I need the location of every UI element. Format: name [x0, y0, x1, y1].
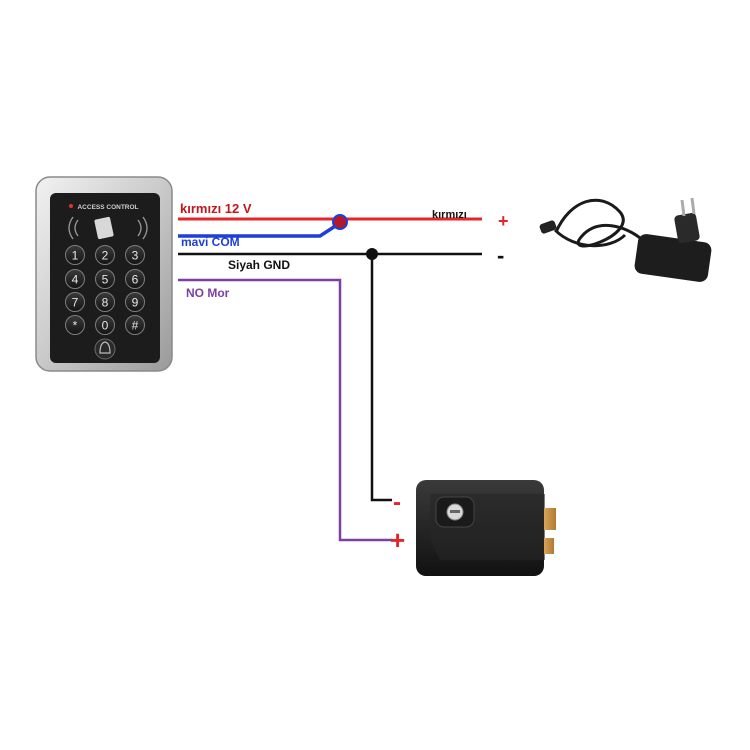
keypad-key-2[interactable] [125, 245, 145, 265]
keypad-key-label: # [132, 319, 139, 333]
keypad-key-label: 2 [102, 249, 109, 263]
lock-plus-sign: + [390, 525, 405, 555]
adapter-plus-sign: + [498, 211, 509, 231]
keypad-key-1[interactable] [95, 245, 115, 265]
keypad-key-label: * [73, 319, 78, 333]
keypad-key-label: 5 [102, 273, 109, 287]
keypad-key-6[interactable] [65, 292, 85, 312]
keypad-key-7[interactable] [95, 292, 115, 312]
keypad-key-10[interactable] [95, 315, 115, 335]
keypad-key-label: 3 [132, 249, 139, 263]
keypad-key-9[interactable] [65, 315, 85, 335]
keypad-key-label: 4 [72, 273, 79, 287]
keypad-brand-text: ACCESS CONTROL [77, 204, 138, 211]
keypad-key-label: 1 [72, 249, 79, 263]
power-adapter [539, 197, 712, 282]
lock-minus-sign: - [393, 489, 401, 516]
gnd-to-lock-wire [370, 254, 392, 502]
bell-icon [99, 341, 111, 354]
keypad-key-5[interactable] [125, 269, 145, 289]
adapter-minus-sign: - [497, 243, 504, 268]
black-wire-label: Siyah GND [228, 258, 290, 272]
keypad-key-label: 9 [132, 296, 139, 310]
access-control-keypad: ACCESS CONTROL 1 2 3 4 5 6 7 8 9 * 0 # [35, 176, 173, 372]
rfid-card-icon [94, 216, 114, 240]
keypad-key-label: 8 [102, 296, 109, 310]
adapter-body [634, 234, 712, 282]
wires [178, 214, 482, 542]
keypad-key-11[interactable] [125, 315, 145, 335]
doorbell-button[interactable] [94, 338, 116, 360]
dc-plug-icon [539, 220, 557, 234]
keypad-key-label: 7 [72, 296, 79, 310]
keypad-key-3[interactable] [65, 269, 85, 289]
keypad-key-label: 0 [102, 319, 109, 333]
keypad-key-8[interactable] [125, 292, 145, 312]
latch-bolt [544, 508, 556, 530]
rfid-icon [68, 216, 148, 240]
blue-com-wire [178, 221, 341, 238]
purple-wire-label: NO Mor [186, 286, 230, 300]
plug-pin-icon [680, 199, 686, 217]
keypad-key-4[interactable] [95, 269, 115, 289]
red-wire-label: kırmızı 12 V [180, 201, 252, 216]
purple-no-wire [178, 278, 392, 542]
blue-wire-label: mavi COM [181, 235, 240, 249]
keypad-led-icon [69, 204, 73, 208]
adapter-cable [554, 198, 641, 248]
keypad-key-0[interactable] [65, 245, 85, 265]
dead-bolt [544, 538, 554, 554]
red-blue-junction [332, 214, 348, 230]
keypad-key-label: 6 [132, 273, 139, 287]
electric-lock [416, 480, 556, 576]
red-wire-right-label: kırmızı [432, 209, 467, 221]
